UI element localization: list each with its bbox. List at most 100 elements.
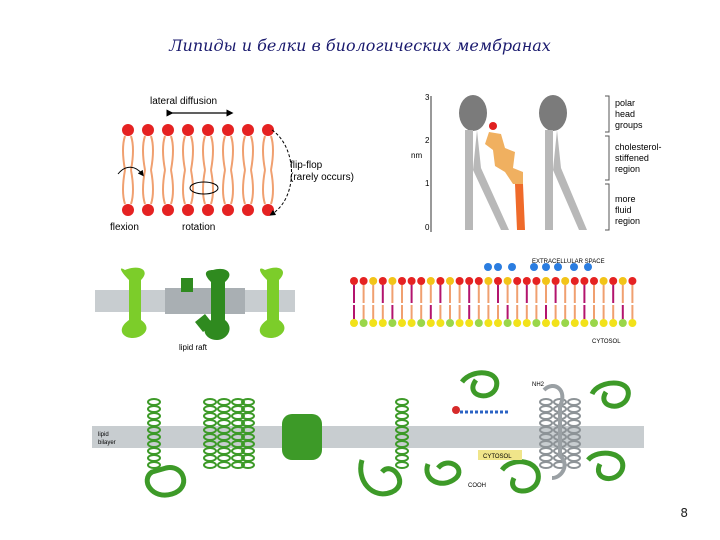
transmembrane-helix-turn [395, 447, 409, 455]
outer-lipid-head [484, 277, 493, 285]
inner-lipid-head [455, 319, 464, 327]
tick-1: 1 [425, 179, 430, 188]
lipid-head [122, 124, 134, 136]
cytosol-label-proteins: CYTOSOL [483, 454, 512, 460]
transmembrane-helix-turn [147, 405, 161, 413]
transmembrane-helix-turn [567, 461, 581, 469]
transmembrane-helix-turn [203, 412, 217, 420]
lipid-tail [122, 135, 134, 171]
transmembrane-helix-turn [395, 461, 409, 469]
inner-lipid-head [494, 319, 502, 327]
lipid-tail [242, 169, 254, 205]
cytosol-box [478, 450, 522, 460]
globular-protein-3 [424, 460, 462, 486]
outer-lipid-head [580, 277, 589, 285]
outer-lipid-head [426, 277, 435, 285]
lipid-head [182, 124, 194, 136]
inner-lipid-head [446, 319, 454, 327]
cholesterol-oh [489, 122, 497, 130]
inner-lipid-head [407, 319, 416, 327]
tick-2: 2 [425, 136, 430, 145]
glycolipid-sugar [484, 263, 492, 271]
outer-lipid-head [378, 277, 387, 285]
inner-lipid-head [503, 319, 512, 327]
fluid-label-1: more [615, 194, 636, 204]
lipid-tail-left [465, 130, 473, 230]
flip-flop-label: flip-flop [290, 160, 323, 171]
lipid-head [202, 124, 214, 136]
transmembrane-helix-turn [539, 412, 553, 420]
transmembrane-helix-turn [147, 447, 161, 455]
raft-protein-right [259, 267, 285, 338]
transmembrane-helix-turn [203, 398, 217, 406]
fluid-label-3: region [615, 216, 640, 226]
inner-lipid-head [570, 319, 579, 327]
lipid-tail-right-bent [553, 130, 587, 230]
membrane-proteins-figure: lipid bilayer NH2 CYTOSOL COOH [92, 370, 644, 498]
transmembrane-helix-turn [567, 412, 581, 420]
inner-lipid-head [398, 319, 406, 327]
stiffened-label-3: region [615, 164, 640, 174]
bracket-stiffened [605, 135, 610, 181]
globular-protein-4 [459, 370, 500, 399]
inner-lipid-head [590, 319, 598, 327]
lipid-raft-figure: lipid raft [95, 267, 295, 352]
lipid-tail [162, 135, 174, 171]
outer-lipid-head [350, 277, 358, 285]
globular-protein-1 [144, 465, 187, 498]
glycolipid-sugar [508, 263, 516, 271]
raft-region [165, 288, 245, 314]
axis-unit: nm [411, 151, 422, 160]
lipid-tail [262, 135, 274, 171]
gray-protein [542, 384, 567, 480]
inner-lipid-head [465, 319, 474, 327]
transmembrane-helix-turn [567, 398, 581, 406]
page-number: 8 [680, 506, 688, 520]
transmembrane-helix-turn [217, 419, 231, 427]
outer-lipid-head [503, 277, 512, 285]
inner-lipid-head [561, 319, 570, 327]
outer-lipid-head [407, 277, 416, 285]
glycolipid-sugar [570, 263, 578, 271]
tick-0: 0 [425, 223, 430, 232]
nh2-label: NH2 [532, 382, 545, 388]
inner-lipid-head [474, 319, 483, 327]
inner-lipid-head [513, 319, 522, 327]
tick-3: 3 [425, 93, 430, 102]
inner-lipid-head [522, 319, 531, 327]
polar-label-3: groups [615, 120, 643, 130]
transmembrane-helix-turn [539, 447, 553, 455]
rotation-label: rotation [182, 222, 215, 233]
cholesterol-ring [485, 132, 523, 184]
inner-lipid-head [369, 319, 378, 327]
transmembrane-helix-turn [217, 454, 231, 462]
inner-lipid-head [359, 319, 368, 327]
outer-lipid-head [455, 277, 464, 285]
transmembrane-helix-turn [539, 398, 553, 406]
cholesterol-tail [515, 184, 525, 230]
globular-protein-5 [499, 459, 541, 494]
inner-lipid-head [532, 319, 541, 327]
lipid-tail-left-bent [473, 130, 509, 230]
transmembrane-helix-turn [395, 454, 409, 462]
raft-protein-anchored [181, 278, 193, 292]
outer-lipid-head [436, 277, 445, 285]
lipid-head [222, 124, 234, 136]
polar-label-1: polar [615, 98, 635, 108]
transmembrane-helix-turn [217, 405, 231, 413]
glycolipid-sugar [530, 263, 538, 271]
lipid-head [142, 204, 154, 216]
outer-lipid-head [618, 277, 627, 285]
lipid-head-right [539, 95, 567, 131]
transmembrane-helix-turn [567, 447, 581, 455]
lipid-tail [182, 135, 194, 171]
transmembrane-helix-turn [147, 419, 161, 427]
inner-lipid-head [426, 319, 435, 327]
transmembrane-helix-turn [203, 461, 217, 469]
lipid-tail [262, 169, 274, 205]
outer-lipid-head [570, 277, 579, 285]
cytosol-label: CYTOSOL [592, 339, 621, 345]
glycolipid-sugar [542, 263, 550, 271]
lipid-head [222, 204, 234, 216]
outer-lipid-head [417, 277, 426, 285]
